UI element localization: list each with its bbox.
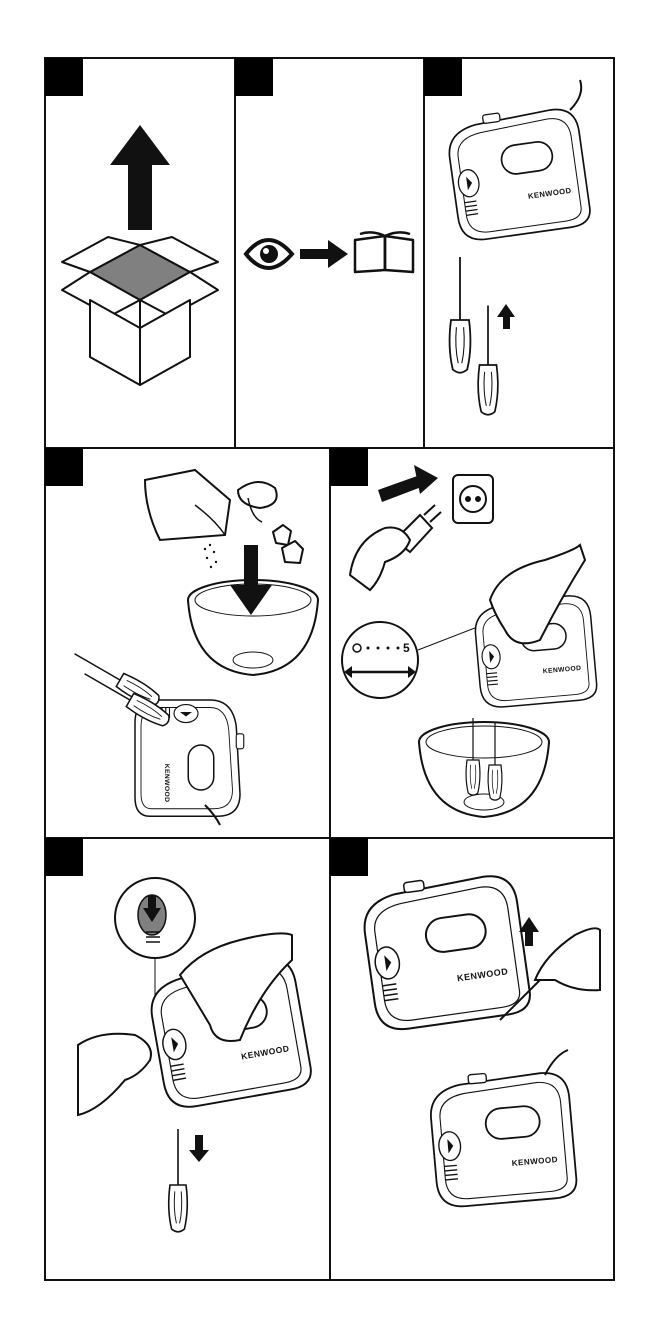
arrow-down-icon <box>189 1135 209 1162</box>
hand-icon <box>350 528 410 591</box>
panel-add-ingredients: KENWOOD <box>70 470 318 825</box>
step-marker <box>424 58 462 96</box>
panel-read-instructions <box>246 232 413 272</box>
book-icon <box>355 232 413 272</box>
arrow-up-icon <box>497 304 515 329</box>
mixer-icon: KENWOOD <box>428 1066 578 1208</box>
arrow-right-icon <box>300 240 348 268</box>
butter-icon <box>273 525 303 563</box>
flour-bag-icon <box>145 470 230 568</box>
panel-unpack <box>62 125 218 385</box>
cord-icon <box>570 80 581 110</box>
panel-insert-beaters: KENWOOD <box>444 80 592 415</box>
step-marker <box>45 58 83 96</box>
panel-plug-in-and-mix: 5 KENWOOD <box>342 465 598 817</box>
step-marker <box>235 58 273 96</box>
speed-dial-icon: 5 <box>342 622 480 698</box>
step-marker <box>330 448 368 486</box>
mixer-icon: KENWOOD <box>359 868 533 1033</box>
egg-icon <box>238 482 277 522</box>
step-marker <box>45 448 83 486</box>
arrow-up-icon <box>110 125 170 230</box>
mixer-icon: KENWOOD <box>444 102 592 242</box>
socket-icon <box>453 475 493 523</box>
hand-icon <box>78 1034 151 1115</box>
step-marker <box>330 838 368 876</box>
step-marker <box>45 838 83 876</box>
panel-eject-beaters: KENWOOD <box>78 878 314 1232</box>
beater-icon <box>478 306 498 415</box>
bowl-icon <box>419 722 549 817</box>
beater-icon <box>450 257 471 373</box>
brand-label: KENWOOD <box>163 764 170 803</box>
speed-max-label: 5 <box>403 641 410 655</box>
panel-cord-storage: KENWOOD KENWOOD <box>359 868 600 1209</box>
hand-icon <box>535 928 600 990</box>
eye-icon <box>246 240 292 268</box>
box-icon <box>62 237 218 385</box>
beater-icon <box>169 1129 188 1232</box>
cord-icon <box>545 1050 568 1075</box>
arrow-up-icon <box>378 465 438 502</box>
step-markers <box>45 58 462 876</box>
